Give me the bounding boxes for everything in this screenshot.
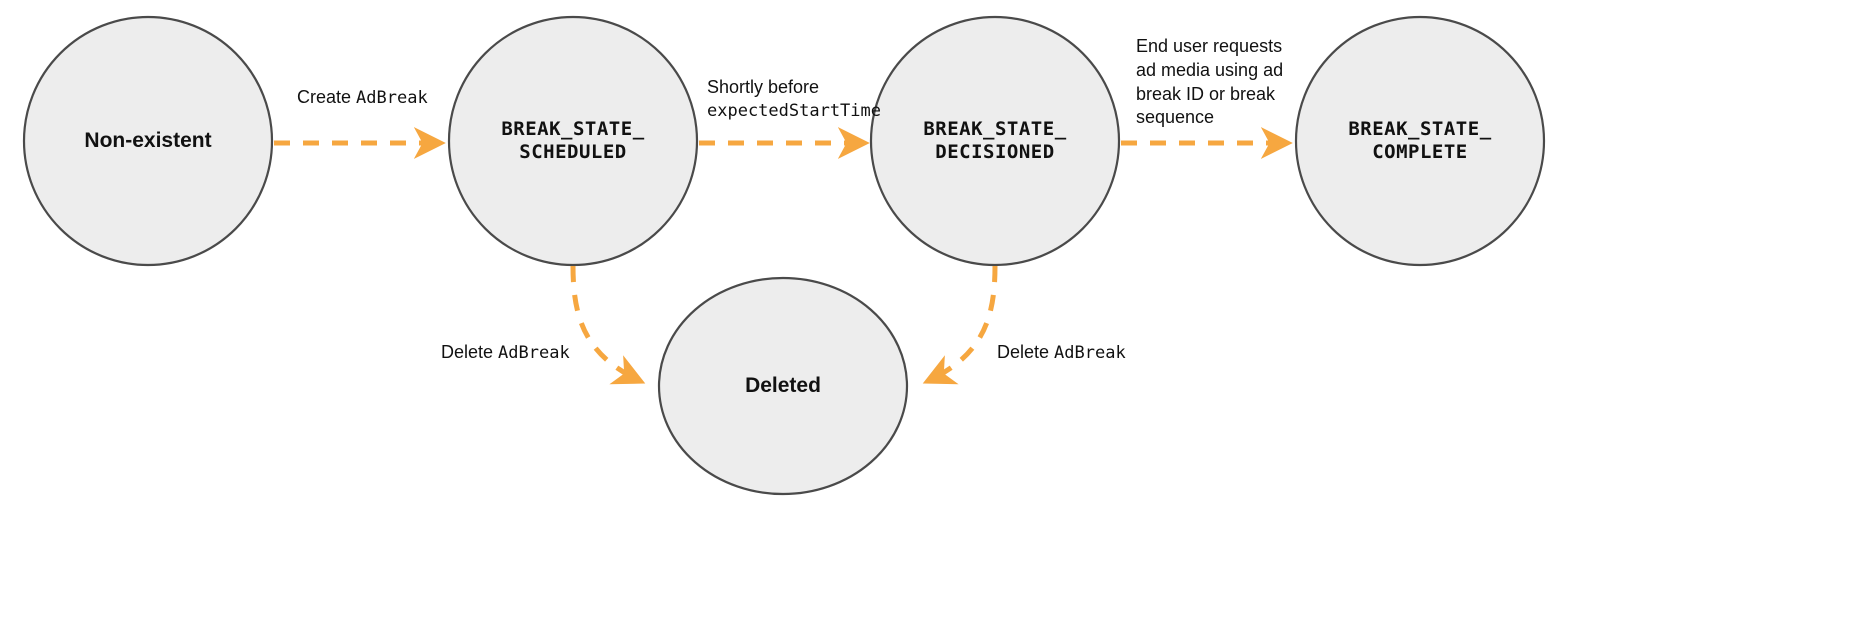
edge-delete-adbreak-from-scheduled[interactable] <box>570 265 646 385</box>
node-deleted[interactable] <box>657 276 909 496</box>
node-shape[interactable] <box>657 276 909 496</box>
node-shape[interactable] <box>447 15 699 267</box>
node-non-existent[interactable] <box>22 15 274 267</box>
edge-delete-adbreak-from-decisioned[interactable] <box>922 265 998 385</box>
node-shape[interactable] <box>22 15 274 267</box>
node-shape[interactable] <box>869 15 1121 267</box>
node-break-state-complete[interactable] <box>1294 15 1546 267</box>
node-shape[interactable] <box>1294 15 1546 267</box>
node-break-state-decisioned[interactable] <box>869 15 1121 267</box>
node-break-state-scheduled[interactable] <box>447 15 699 267</box>
